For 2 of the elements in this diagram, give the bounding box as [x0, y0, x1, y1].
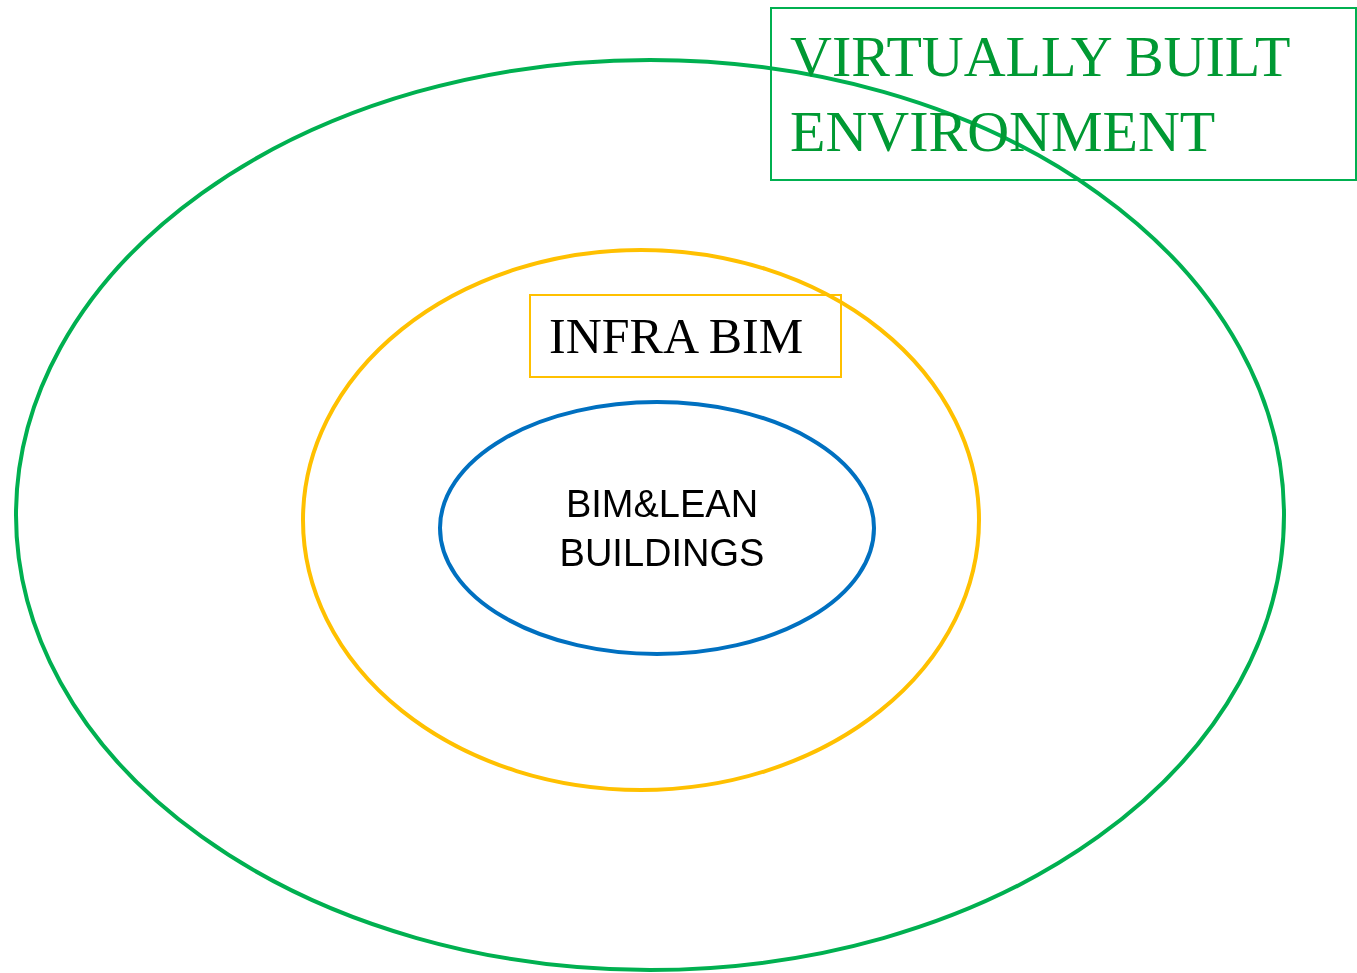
label-box: INFRA BIM	[529, 294, 842, 378]
ellipse-label: BIM&LEAN BUILDINGS	[558, 482, 766, 577]
